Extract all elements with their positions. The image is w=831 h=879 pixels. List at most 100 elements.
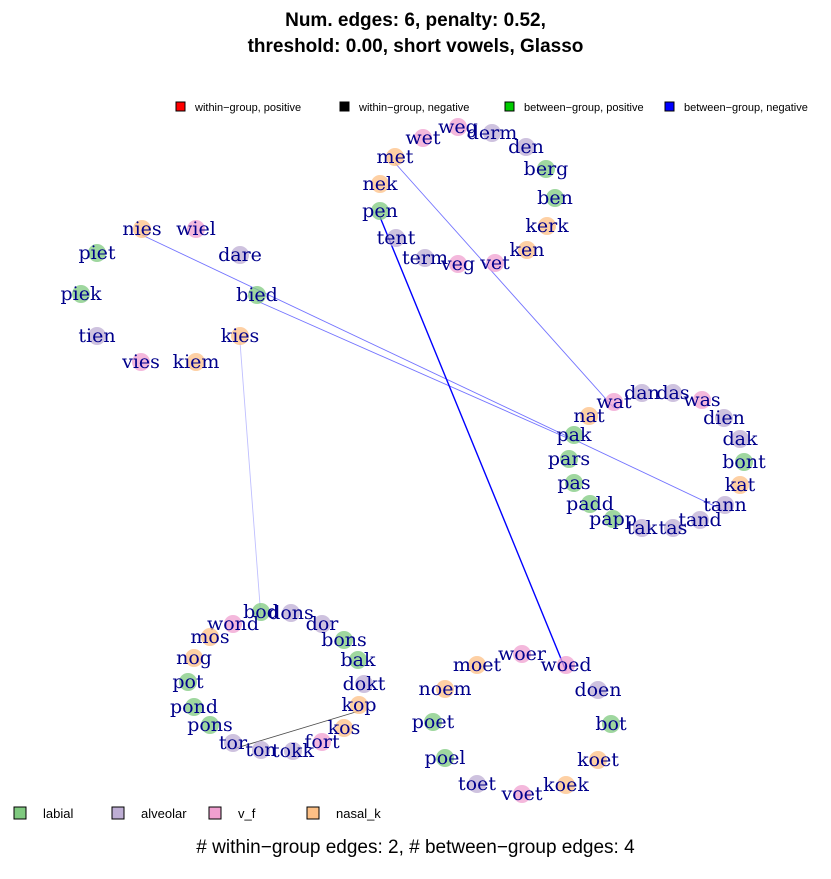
node-label-tokk: tokk: [272, 740, 315, 762]
node-koek: koek: [543, 774, 589, 796]
node-dokt: dokt: [343, 673, 386, 695]
node-label-tann: tann: [703, 494, 746, 516]
edge-legend-swatch-1: [339, 101, 350, 112]
node-legend-swatch-0: [13, 806, 27, 820]
node-label-nies: nies: [122, 218, 161, 240]
node-circle-wat: [605, 393, 623, 411]
node-nog: nog: [176, 647, 212, 669]
edge-count-caption: # within−group edges: 2, # between−group…: [196, 837, 635, 858]
node-label-doen: doen: [574, 679, 621, 701]
node-label-kiem: kiem: [173, 351, 220, 373]
node-circle-toet: [468, 775, 486, 793]
node-circle-fort: [313, 733, 331, 751]
node-bied: bied: [236, 284, 278, 306]
node-label-pond: pond: [170, 696, 218, 718]
node-moet: moet: [453, 654, 502, 676]
node-circle-nog: [185, 649, 203, 667]
node-circle-kat: [731, 476, 749, 494]
node-legend-swatch-1: [111, 806, 125, 820]
node-circle-tas: [664, 519, 682, 537]
node-vet: vet: [479, 252, 510, 274]
node-label-noem: noem: [419, 678, 472, 700]
node-circle-pen: [371, 202, 389, 220]
node-circle-pak: [565, 426, 583, 444]
edge-bied-pak: [256, 300, 575, 442]
node-pas: pas: [557, 472, 590, 494]
node-circle-poet: [424, 713, 442, 731]
node-label-dor: dor: [306, 613, 340, 635]
node-tien: tien: [78, 325, 115, 347]
node-circle-kiem: [187, 353, 205, 371]
node-circle-woed: [557, 656, 575, 674]
node-circle-pond: [185, 698, 203, 716]
node-label-dak: dak: [722, 428, 757, 450]
node-circle-vet: [486, 254, 504, 272]
node-circle-pot: [179, 673, 197, 691]
node-nies: nies: [122, 218, 161, 240]
node-label-bot: bot: [595, 713, 627, 735]
node-circle-tak: [633, 519, 651, 537]
edge-legend-label-2: between−group, positive: [524, 102, 644, 114]
node-piet: piet: [78, 242, 115, 264]
node-label-bak: bak: [340, 649, 375, 671]
node-circle-kerk: [538, 217, 556, 235]
node-circle-dak: [731, 430, 749, 448]
node-label-nog: nog: [176, 647, 212, 669]
node-label-was: was: [683, 389, 720, 411]
node-derm: derm: [467, 122, 518, 144]
node-label-das: das: [656, 382, 689, 404]
node-tor: tor: [219, 732, 248, 754]
node-toet: toet: [458, 773, 496, 795]
edges-layer: [141, 162, 726, 750]
node-dons: dons: [268, 602, 314, 624]
node-label-kerk: kerk: [525, 215, 569, 237]
node-label-wiel: wiel: [176, 218, 216, 240]
node-label-koet: koet: [577, 749, 619, 771]
node-label-vies: vies: [121, 351, 160, 373]
node-label-tand: tand: [678, 509, 721, 531]
node-circle-dor: [313, 615, 331, 633]
node-circle-das: [664, 384, 682, 402]
node-label-pot: pot: [172, 671, 204, 693]
node-ken: ken: [510, 239, 545, 261]
node-label-dokt: dokt: [343, 673, 386, 695]
node-circle-derm: [483, 124, 501, 142]
node-weg: weg: [438, 116, 478, 138]
node-label-piek: piek: [61, 283, 102, 305]
node-pons: pons: [187, 714, 233, 736]
node-circle-veg: [449, 255, 467, 273]
node-label-ton: ton: [245, 739, 276, 761]
node-label-vet: vet: [479, 252, 510, 274]
node-label-bons: bons: [321, 629, 367, 651]
node-label-tas: tas: [659, 517, 688, 539]
node-circle-dokt: [355, 675, 373, 693]
node-wiel: wiel: [176, 218, 216, 240]
node-circle-vies: [132, 353, 150, 371]
node-circle-kop: [350, 696, 368, 714]
node-kerk: kerk: [525, 215, 569, 237]
edge-tor-kop: [232, 710, 360, 750]
node-circle-tann: [716, 496, 734, 514]
node-label-kop: kop: [341, 694, 376, 716]
node-circle-padd: [581, 495, 599, 513]
node-circle-was: [693, 391, 711, 409]
node-label-met: met: [377, 146, 414, 168]
chart-title: Num. edges: 6, penalty: 0.52, threshold:…: [0, 8, 831, 60]
node-tann: tann: [703, 494, 746, 516]
node-woer: woer: [498, 643, 547, 665]
node-circle-bak: [349, 651, 367, 669]
node-circle-dan: [633, 384, 651, 402]
edge-legend-label-1: within−group, negative: [358, 102, 469, 114]
node-label-kies: kies: [221, 325, 260, 347]
node-circle-piet: [88, 244, 106, 262]
node-label-wet: wet: [405, 127, 441, 149]
node-label-dan: dan: [624, 382, 660, 404]
node-circle-pons: [201, 716, 219, 734]
node-label-bied: bied: [236, 284, 278, 306]
node-dak: dak: [722, 428, 757, 450]
node-dor: dor: [306, 613, 340, 635]
node-legend-label-2: v_f: [238, 806, 256, 821]
node-veg: veg: [440, 253, 475, 275]
node-label-moet: moet: [453, 654, 502, 676]
